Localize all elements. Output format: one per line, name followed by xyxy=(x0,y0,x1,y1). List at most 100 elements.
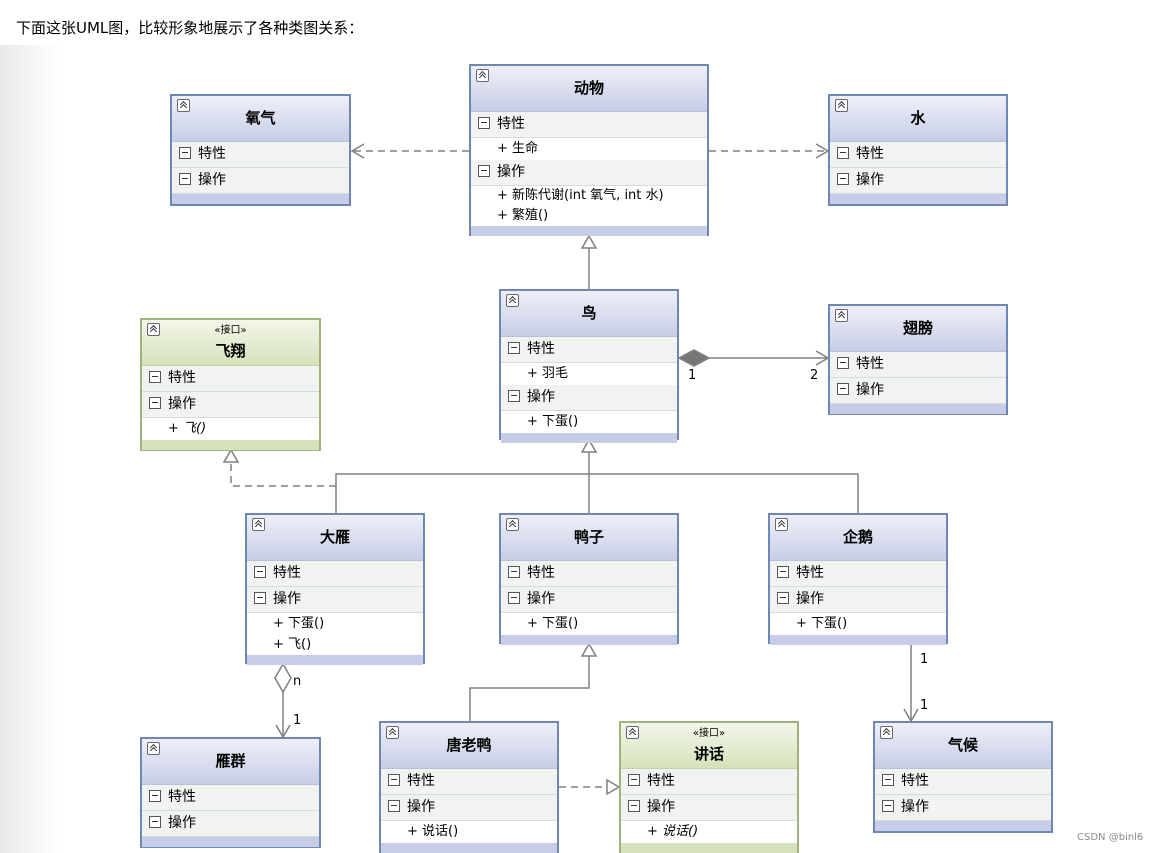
minus-box-icon[interactable] xyxy=(837,357,849,369)
realization-goose-fly-head xyxy=(222,448,240,463)
stereotype-label: «接口» xyxy=(214,325,247,336)
realization-goose-fly xyxy=(230,462,336,487)
class-penguin[interactable]: 企鹅 特性 操作 + 下蛋() xyxy=(768,513,948,645)
section-label: 特性 xyxy=(168,370,196,386)
class-animal-header: 动物 xyxy=(471,66,707,112)
minus-box-icon[interactable] xyxy=(628,774,640,786)
multiplicity-label: 2 xyxy=(810,368,819,383)
minus-box-icon[interactable] xyxy=(179,173,191,185)
section-label: 特性 xyxy=(497,116,525,132)
class-goose-flock[interactable]: 雁群 特性 操作 xyxy=(140,737,321,848)
class-footer xyxy=(142,440,319,450)
class-donald-duck[interactable]: 唐老鸭 特性 操作 + 说话() xyxy=(379,721,559,853)
minus-box-icon[interactable] xyxy=(179,147,191,159)
class-name: 翅膀 xyxy=(902,319,933,337)
class-penguin-header: 企鹅 xyxy=(770,515,946,561)
class-wing[interactable]: 翅膀 特性 操作 xyxy=(828,304,1008,415)
collapse-icon[interactable] xyxy=(880,726,893,739)
class-duck[interactable]: 鸭子 特性 操作 + 下蛋() xyxy=(499,513,679,645)
class-name: 鸭子 xyxy=(573,528,604,546)
operation-lay-egg: + 下蛋() xyxy=(501,411,677,433)
minus-box-icon[interactable] xyxy=(388,800,400,812)
collapse-icon[interactable] xyxy=(476,69,489,82)
attribute-life: + 生命 xyxy=(471,138,707,160)
class-footer xyxy=(830,194,1006,204)
minus-box-icon[interactable] xyxy=(254,566,266,578)
multiplicity-label: 1 xyxy=(920,652,929,667)
collapse-icon[interactable] xyxy=(506,294,519,307)
minus-box-icon[interactable] xyxy=(628,800,640,812)
minus-box-icon[interactable] xyxy=(508,342,520,354)
minus-box-icon[interactable] xyxy=(777,566,789,578)
class-animal[interactable]: 动物 特性 + 生命 操作 + 新陈代谢(int 氧气, int 水) + 繁殖… xyxy=(469,64,709,236)
minus-box-icon[interactable] xyxy=(149,397,161,409)
class-water[interactable]: 水 特性 操作 xyxy=(828,94,1008,206)
class-wild-goose-header: 大雁 xyxy=(247,515,423,561)
stereotype-label: «接口» xyxy=(692,728,726,739)
attributes-section: 特性 xyxy=(830,142,1006,168)
minus-box-icon[interactable] xyxy=(882,800,894,812)
collapse-icon[interactable] xyxy=(252,518,265,531)
minus-box-icon[interactable] xyxy=(777,592,789,604)
collapse-icon[interactable] xyxy=(147,742,160,755)
minus-box-icon[interactable] xyxy=(149,816,161,828)
interface-speak-header: «接口»讲话 xyxy=(621,723,797,769)
collapse-icon[interactable] xyxy=(147,323,160,336)
collapse-icon[interactable] xyxy=(775,518,788,531)
class-footer xyxy=(501,635,677,645)
class-climate[interactable]: 气候 特性 操作 xyxy=(873,721,1053,833)
section-label: 特性 xyxy=(198,146,226,162)
class-oxygen[interactable]: 氧气 特性 操作 xyxy=(170,94,351,206)
minus-box-icon[interactable] xyxy=(508,390,520,402)
generalization-bird-animal-head xyxy=(580,234,598,249)
section-label: 操作 xyxy=(168,815,196,831)
operations-section: 操作 xyxy=(501,587,677,613)
class-oxygen-header: 氧气 xyxy=(172,96,349,142)
minus-box-icon[interactable] xyxy=(478,165,490,177)
class-duck-header: 鸭子 xyxy=(501,515,677,561)
collapse-icon[interactable] xyxy=(506,518,519,531)
section-label: 操作 xyxy=(527,389,555,405)
collapse-icon[interactable] xyxy=(626,726,639,739)
attributes-section: 特性 xyxy=(621,769,797,795)
section-label: 特性 xyxy=(901,773,929,789)
collapse-icon[interactable] xyxy=(386,726,399,739)
generalization-donald-duck xyxy=(469,656,590,721)
class-footer xyxy=(471,226,707,236)
section-label: 特性 xyxy=(647,773,675,789)
composition-bird-wing-diamond xyxy=(677,349,711,367)
minus-box-icon[interactable] xyxy=(508,592,520,604)
class-name: 动物 xyxy=(573,79,604,97)
generalization-donald-duck-head xyxy=(580,642,598,657)
operations-section: 操作 xyxy=(247,587,423,613)
interface-fly[interactable]: «接口»飞翔 特性 操作 + 飞() xyxy=(140,318,321,451)
operation-lay-egg: + 下蛋() xyxy=(501,613,677,635)
operations-section: 操作 xyxy=(830,168,1006,194)
class-name: 鸟 xyxy=(581,304,597,322)
minus-box-icon[interactable] xyxy=(837,173,849,185)
minus-box-icon[interactable] xyxy=(837,147,849,159)
collapse-icon[interactable] xyxy=(177,99,190,112)
section-label: 操作 xyxy=(168,396,196,412)
minus-box-icon[interactable] xyxy=(478,117,490,129)
minus-box-icon[interactable] xyxy=(149,371,161,383)
minus-box-icon[interactable] xyxy=(254,592,266,604)
class-wild-goose[interactable]: 大雁 特性 操作 + 下蛋() + 飞() xyxy=(245,513,425,665)
class-bird[interactable]: 鸟 特性 + 羽毛 操作 + 下蛋() xyxy=(499,289,679,443)
attributes-section: 特性 xyxy=(770,561,946,587)
multiplicity-label: n xyxy=(293,674,302,689)
minus-box-icon[interactable] xyxy=(882,774,894,786)
minus-box-icon[interactable] xyxy=(388,774,400,786)
attributes-section: 特性 xyxy=(830,352,1006,378)
minus-box-icon[interactable] xyxy=(837,383,849,395)
multiplicity-label: 1 xyxy=(920,698,929,713)
collapse-icon[interactable] xyxy=(835,309,848,322)
class-name: 大雁 xyxy=(319,528,350,546)
collapse-icon[interactable] xyxy=(835,99,848,112)
operations-section: 操作 xyxy=(381,795,557,821)
section-label: 特性 xyxy=(796,565,824,581)
interface-speak[interactable]: «接口»讲话 特性 操作 + 说话() xyxy=(619,721,799,853)
minus-box-icon[interactable] xyxy=(149,790,161,802)
minus-box-icon[interactable] xyxy=(508,566,520,578)
generalization-goose xyxy=(335,473,589,513)
